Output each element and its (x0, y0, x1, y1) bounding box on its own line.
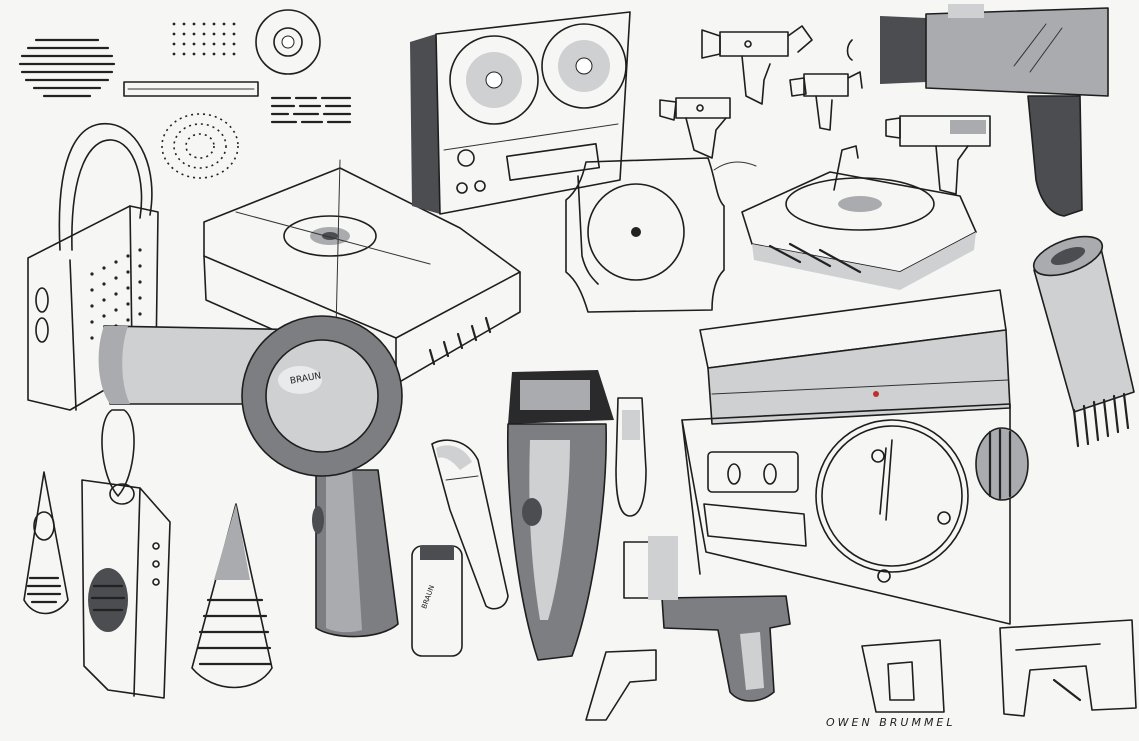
artist-signature: OWEN BRUMMEL (826, 716, 956, 729)
large-super8-camera-sketch (846, 4, 1109, 217)
turntable-isometric-sketch (741, 145, 977, 290)
speaker-grille-swatch-lines (18, 38, 116, 98)
dot-grid-swatch (172, 22, 236, 56)
handle-study-2 (585, 649, 657, 721)
cylinder-flashlight-sketch (1032, 235, 1135, 448)
radial-dot-swatch (161, 113, 239, 179)
turntable-front-view-sketch (565, 157, 757, 313)
radio-cassette-player-sketch (681, 289, 1029, 625)
slot-bar-swatch (123, 81, 259, 97)
epilator-sketch (431, 439, 509, 610)
knob-swatch (255, 9, 321, 75)
small-shaver-braun-sketch: BRAUN (411, 545, 463, 657)
trimmer-sketch (615, 397, 647, 517)
cone-speaker-small-sketch (23, 471, 69, 615)
super8-camera-small-1 (701, 25, 813, 105)
handle-study-3 (861, 639, 945, 713)
hot-glue-gun-sketch (661, 595, 791, 702)
handle-study-1 (623, 536, 678, 600)
handle-study-4 (999, 619, 1137, 717)
cone-speaker-large-sketch (191, 503, 273, 689)
reel-to-reel-tape-deck-sketch (410, 11, 631, 215)
electric-shaver-sketch (506, 370, 614, 661)
hanging-speaker-sketch (81, 409, 171, 699)
super8-camera-medium (885, 115, 991, 195)
braun-logo-shaver: BRAUN (420, 584, 436, 610)
super8-camera-small-3 (659, 97, 731, 159)
super8-camera-small-2 (789, 71, 863, 131)
slot-grid-swatch (270, 96, 352, 124)
hair-dryer-sketch: BRAUN (98, 315, 403, 638)
